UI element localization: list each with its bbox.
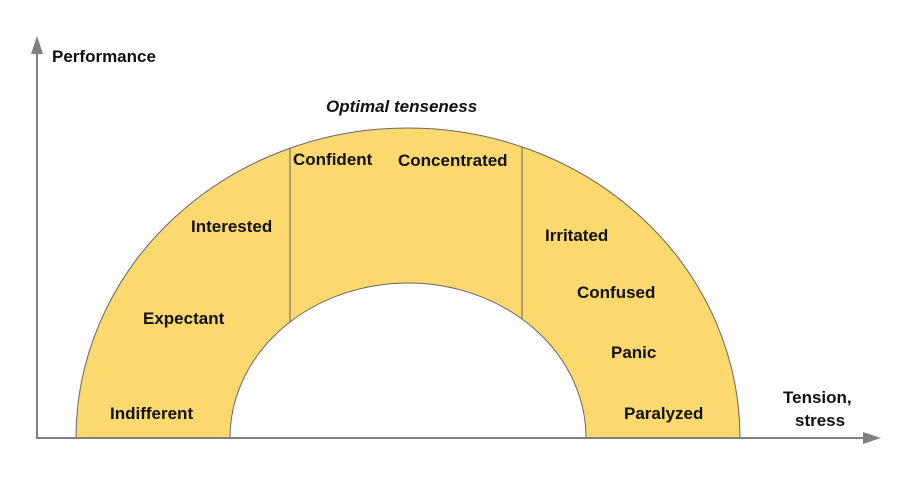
state-paralyzed: Paralyzed: [624, 404, 704, 423]
y-axis-label: Performance: [52, 47, 156, 66]
optimal-tenseness-label: Optimal tenseness: [326, 97, 478, 116]
y-axis-arrow-icon: [31, 36, 43, 54]
state-panic: Panic: [611, 343, 657, 362]
x-axis-label-line2: stress: [795, 411, 846, 430]
state-indifferent: Indifferent: [110, 404, 194, 423]
performance-arch: [75, 127, 741, 439]
x-axis-label-line1: Tension,: [783, 388, 852, 407]
state-interested: Interested: [191, 217, 273, 236]
state-confident: Confident: [293, 150, 373, 169]
state-concentrated: Concentrated: [398, 151, 508, 170]
state-irritated: Irritated: [545, 226, 609, 245]
state-confused: Confused: [577, 283, 656, 302]
x-axis-arrow-icon: [863, 432, 881, 444]
state-expectant: Expectant: [143, 309, 225, 328]
